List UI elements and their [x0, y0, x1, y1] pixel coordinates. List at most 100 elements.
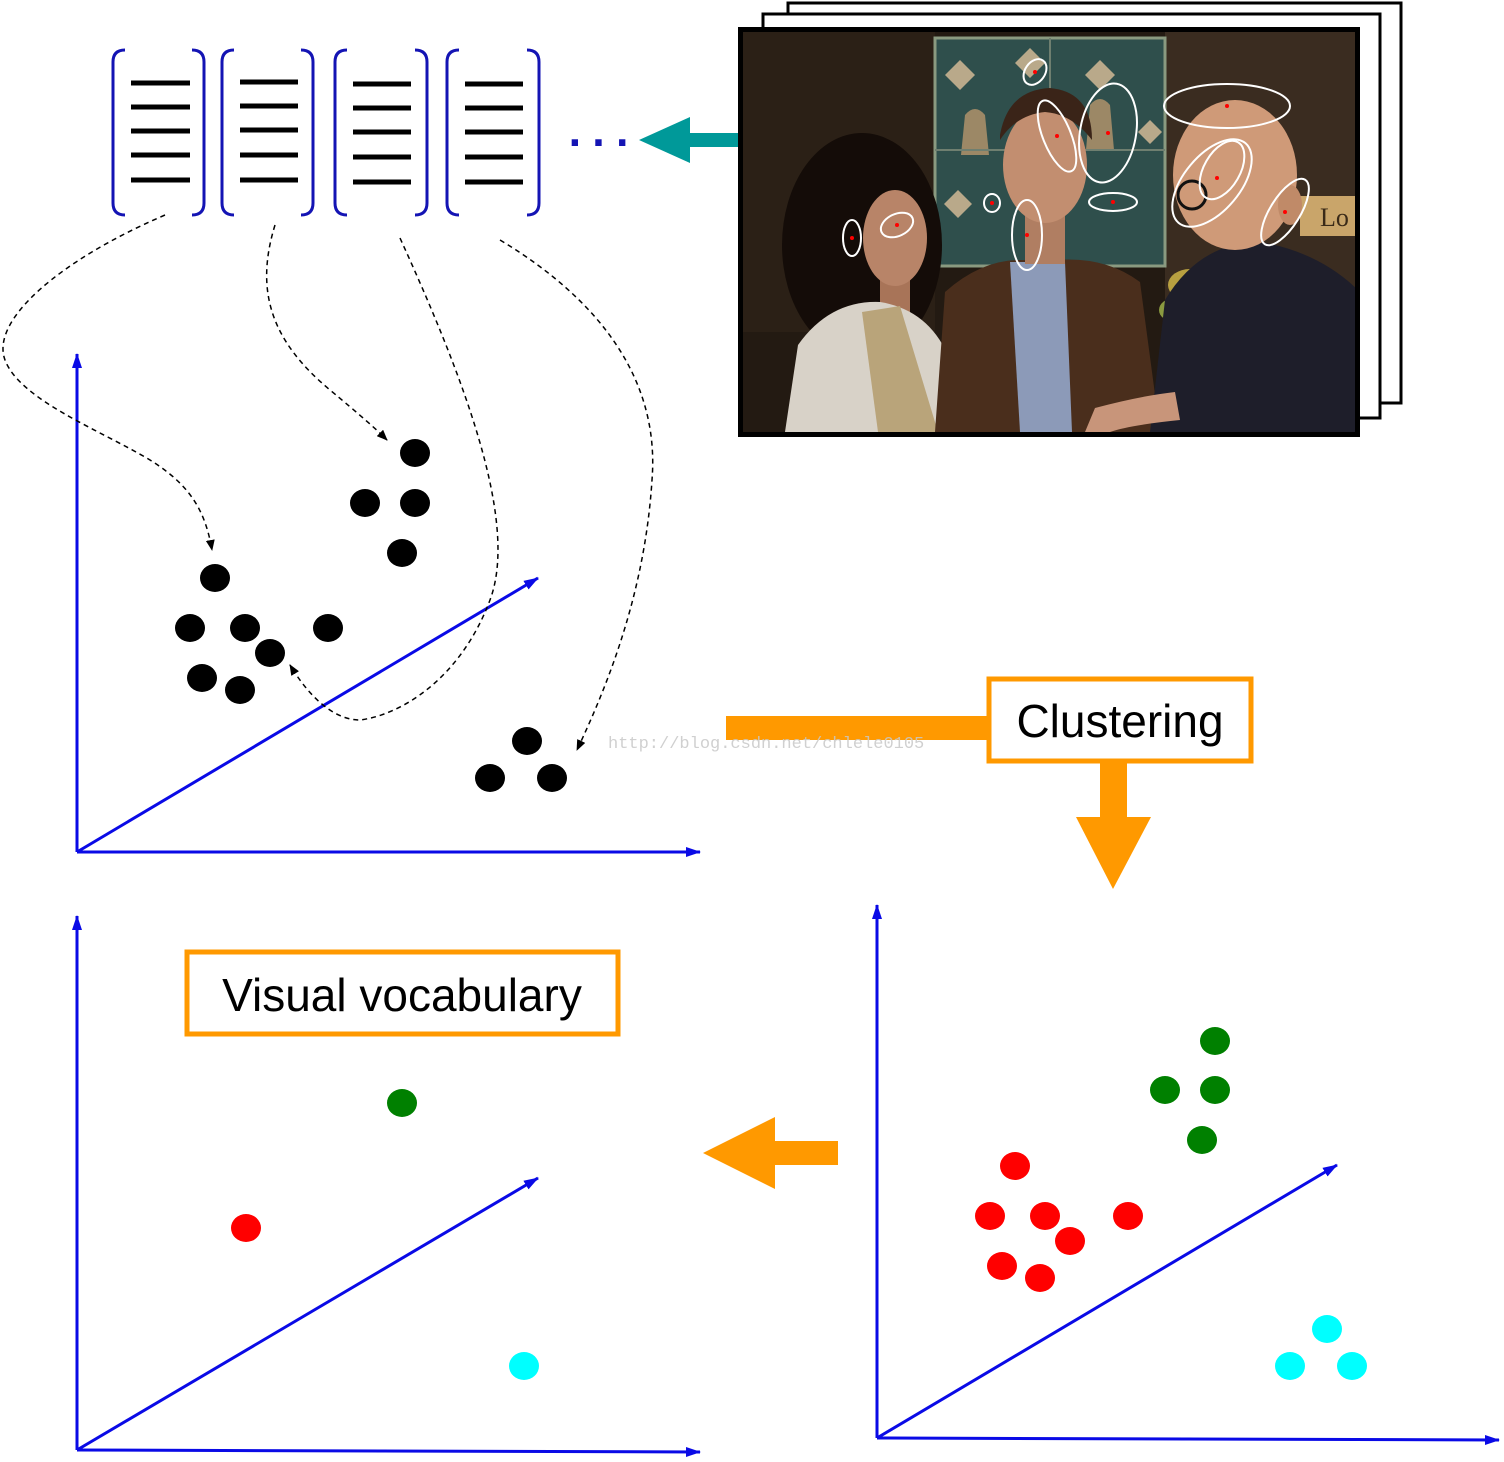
clustering-step: Clustering: [726, 676, 1254, 889]
orange-arrow-shaft-vertical: [1100, 763, 1127, 819]
visual-word-red: [231, 1214, 261, 1242]
x-axis: [876, 1434, 1500, 1445]
feature-ellipse: [842, 219, 862, 257]
person-center-man: [935, 88, 1160, 432]
cluster-point-green: [1200, 1076, 1230, 1104]
watermark: http://blog.csdn.net/chlele0105: [608, 735, 924, 754]
movie-still-photo: Lo: [743, 32, 1355, 432]
keypoint-dot: [1225, 104, 1229, 108]
dashed-arrow: [289, 237, 499, 721]
sign-text: Lo: [1320, 203, 1349, 232]
keypoint-dot: [1033, 70, 1037, 74]
descriptor-vector: [111, 48, 206, 217]
center-man-shirt: [1010, 262, 1072, 432]
bracket-left: [445, 48, 460, 217]
bracket-right: [526, 48, 541, 217]
keypoint-dot: [1283, 210, 1287, 214]
x-axis: [76, 1446, 701, 1457]
feature-point: [187, 664, 217, 692]
video-frame-stack: Lo: [738, 1, 1403, 437]
cluster-point-red: [1025, 1264, 1055, 1292]
quilt: [933, 36, 1167, 268]
teal-arrow-head: [639, 117, 690, 163]
cluster-point-red: [975, 1202, 1005, 1230]
cluster-point-red: [1055, 1227, 1085, 1255]
feature-ellipse: [1171, 138, 1253, 228]
sign-board: [1300, 196, 1355, 236]
bracket-right: [414, 48, 429, 217]
feature-point: [537, 764, 567, 792]
descriptor-mapping-arrows: [2, 214, 654, 751]
cluster-point-cyan: [1337, 1352, 1367, 1380]
feature-point: [200, 564, 230, 592]
cluster-point-green: [1187, 1126, 1217, 1154]
feature-ellipse: [1011, 199, 1043, 271]
center-man-face: [1003, 107, 1087, 223]
feature-ellipse: [1036, 99, 1078, 173]
more-descriptors-ellipsis: ...: [568, 114, 639, 155]
feature-point: [225, 676, 255, 704]
bracket-left: [111, 48, 126, 217]
feature-point: [350, 489, 380, 517]
person-right-man: [1085, 100, 1355, 432]
visual-word-cyan: [509, 1352, 539, 1380]
clustering-box: [986, 676, 1254, 764]
feature-ellipse: [983, 193, 1001, 213]
feature-ellipse: [879, 211, 915, 239]
clustering-label: Clustering: [1016, 695, 1223, 747]
feature-ellipse: [1088, 192, 1138, 212]
person-woman: [782, 133, 962, 432]
wall-sign: Lo: [1300, 196, 1355, 236]
visual-vocabulary-plot: Visual vocabulary: [72, 915, 701, 1457]
keypoint-dot: [850, 236, 854, 240]
teal-left-arrow: [639, 117, 738, 163]
z-axis: [76, 576, 539, 854]
cluster-point-green: [1200, 1027, 1230, 1055]
feature-ellipse: [1078, 82, 1138, 184]
woman-vest: [862, 306, 938, 432]
keypoint-dot: [1111, 200, 1115, 204]
keypoint-dot: [1215, 176, 1219, 180]
feature-point: [387, 539, 417, 567]
right-man-ear: [1278, 185, 1302, 225]
cluster-point-green: [1150, 1076, 1180, 1104]
bracket-right: [300, 48, 315, 217]
keypoint-dot: [990, 201, 994, 205]
descriptor-vector: [445, 48, 541, 217]
descriptor-vectors: [111, 48, 541, 217]
feature-regions: [842, 58, 1310, 271]
cluster-point-red: [987, 1252, 1017, 1280]
cluster-point-cyan: [1275, 1352, 1305, 1380]
keypoint-dot: [895, 223, 899, 227]
orange-arrow-head-down: [1076, 817, 1151, 889]
orange-arrow-shaft: [773, 1141, 838, 1165]
feature-space-plot: [72, 353, 701, 857]
clustered-space-plot: [872, 904, 1500, 1445]
quilt-diamond: [1085, 60, 1115, 90]
descriptor-vector: [220, 48, 315, 217]
feature-point: [255, 639, 285, 667]
dashed-arrow: [2, 214, 215, 551]
quilt-diamond: [1138, 120, 1162, 144]
feature-point: [175, 614, 205, 642]
orange-arrow-head-left: [703, 1117, 775, 1189]
glasses-lens: [1176, 179, 1208, 211]
feature-ellipse: [1198, 139, 1246, 201]
cluster-point-red: [1000, 1152, 1030, 1180]
feature-keypoints: [850, 70, 1287, 240]
z-axis: [876, 1163, 1338, 1440]
quilt-diamond: [944, 190, 972, 218]
visual-vocabulary-box: [184, 949, 621, 1037]
dashed-arrow: [499, 239, 654, 751]
dashed-arrow: [265, 224, 388, 441]
orange-arrow-shaft-horizontal: [726, 716, 989, 740]
feature-point: [400, 489, 430, 517]
bracket-left: [333, 48, 348, 217]
z-axis: [76, 1176, 539, 1452]
feature-point: [475, 764, 505, 792]
feature-ellipse: [1260, 177, 1310, 247]
keypoint-dot: [1055, 134, 1059, 138]
cluster-point-cyan: [1312, 1315, 1342, 1343]
feature-point: [512, 727, 542, 755]
